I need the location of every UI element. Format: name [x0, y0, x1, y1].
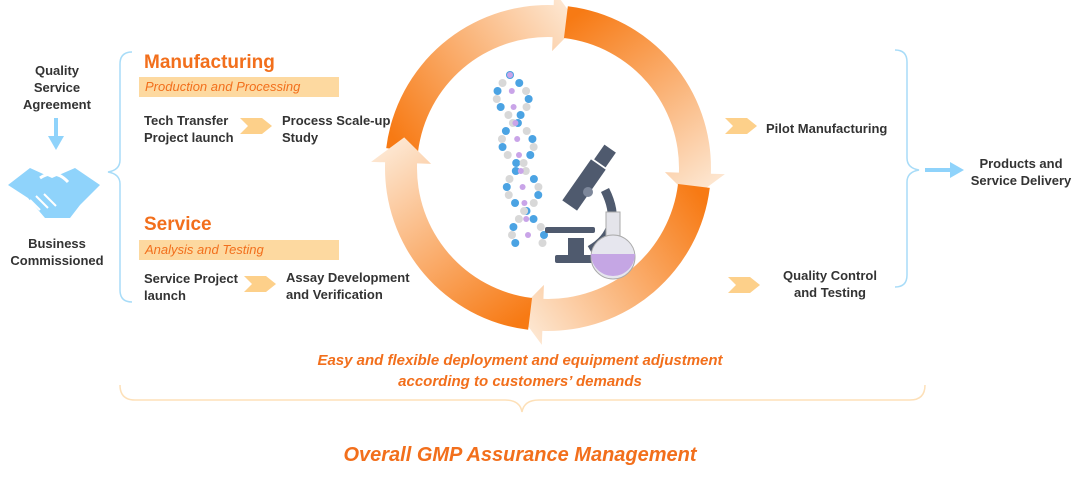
- right-arrow-icon: [925, 162, 964, 178]
- handshake-icon: [8, 168, 100, 218]
- dna-node: [521, 167, 530, 175]
- dna-node: [515, 79, 524, 87]
- tech-transfer-label: Tech Transfer Project launch: [144, 113, 234, 145]
- dna-node: [524, 95, 533, 103]
- dna-base-pair: [507, 72, 513, 78]
- dna-node: [514, 215, 523, 223]
- dna-node: [519, 159, 528, 167]
- dna-helix-icon: [492, 71, 548, 247]
- dna-node: [522, 103, 531, 111]
- dna-node: [534, 191, 543, 199]
- dna-base-pair: [521, 200, 528, 206]
- products-delivery-label: Products and Service Delivery: [970, 156, 1072, 188]
- footer-title: Overall GMP Assurance Management: [343, 444, 697, 466]
- dna-node: [536, 223, 545, 231]
- dna-node: [511, 239, 520, 247]
- dna-node: [529, 175, 538, 183]
- dna-node: [529, 215, 538, 223]
- caption-line2: according to customers’ demands: [398, 373, 642, 390]
- dna-node: [529, 199, 538, 207]
- dna-node: [498, 79, 507, 87]
- dna-node: [538, 239, 547, 247]
- left-brace: [107, 51, 133, 303]
- dna-base-pair: [510, 104, 517, 110]
- dna-node: [522, 127, 531, 135]
- dna-node: [497, 135, 506, 143]
- dna-node: [526, 151, 535, 159]
- dna-node: [534, 183, 543, 191]
- dna-node: [501, 127, 510, 135]
- service-subtitle: Analysis and Testing: [139, 240, 339, 260]
- dna-base-pair: [517, 168, 524, 174]
- down-arrow-icon: [48, 118, 64, 150]
- dna-node: [496, 103, 505, 111]
- chevron-arrow-icon: [725, 118, 757, 134]
- dna-base-pair: [519, 184, 526, 190]
- quality-service-agreement-label: Quality Service Agreement: [23, 63, 91, 112]
- dna-node: [529, 143, 538, 151]
- dna-node: [505, 175, 514, 183]
- dna-node: [539, 231, 548, 239]
- manufacturing-heading: Manufacturing: [144, 52, 275, 73]
- dna-node: [522, 87, 531, 95]
- dna-base-pair: [514, 136, 521, 142]
- bottom-brace: [119, 384, 926, 413]
- dna-base-pair: [523, 216, 530, 222]
- dna-node: [492, 95, 501, 103]
- cycle-arrow-icon: [386, 0, 579, 153]
- dna-node: [511, 199, 520, 207]
- dna-node: [504, 191, 513, 199]
- dna-base-pair: [525, 232, 531, 238]
- service-project-label: Service Project launch: [144, 271, 238, 303]
- cycle-arrows: [371, 0, 725, 345]
- dna-node: [493, 87, 502, 95]
- dna-base-pair: [516, 152, 522, 158]
- dna-node: [502, 183, 511, 191]
- manufacturing-subtitle: Production and Processing: [139, 77, 339, 97]
- assay-development-label: Assay Development and Verification: [286, 270, 410, 302]
- chevron-arrow-icon: [728, 277, 760, 293]
- right-brace: [894, 49, 920, 288]
- dna-node: [511, 167, 520, 175]
- dna-node: [516, 111, 525, 119]
- dna-node: [509, 223, 518, 231]
- cycle-arrow-icon: [563, 6, 725, 199]
- dna-base-pair: [512, 120, 519, 126]
- dna-node: [528, 135, 537, 143]
- cycle-arrow-icon: [517, 183, 710, 345]
- dna-node: [508, 231, 517, 239]
- flask-icon: [590, 211, 636, 280]
- dna-node: [512, 159, 521, 167]
- cycle-arrow-icon: [371, 137, 533, 330]
- process-scaleup-label: Process Scale-up Study: [282, 113, 391, 145]
- dna-base-pair: [508, 88, 515, 94]
- business-commissioned-label: Business Commissioned: [10, 236, 104, 268]
- caption-line1: Easy and flexible deployment and equipme…: [317, 352, 723, 369]
- quality-control-label: Quality Control and Testing: [783, 268, 877, 300]
- dna-node: [520, 207, 529, 215]
- service-heading: Service: [144, 214, 212, 235]
- pilot-manufacturing-label: Pilot Manufacturing: [766, 121, 888, 136]
- dna-node: [498, 143, 507, 151]
- chevron-arrow-icon: [244, 276, 276, 292]
- chevron-arrow-icon: [240, 118, 272, 134]
- dna-node: [503, 151, 512, 159]
- dna-node: [504, 111, 513, 119]
